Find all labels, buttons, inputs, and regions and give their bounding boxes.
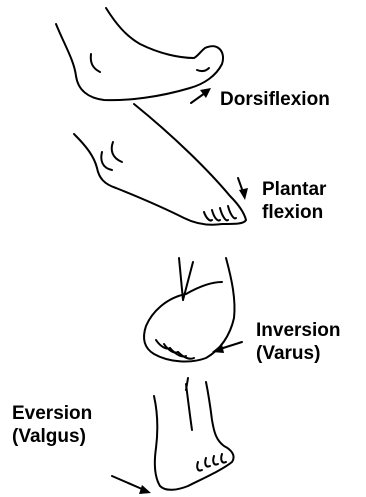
dorsiflexion-arrow: [191, 88, 211, 103]
inversion-arrow: [212, 342, 242, 353]
inversion-label-line1: Inversion: [256, 319, 340, 342]
eversion-arrow: [112, 476, 151, 494]
eversion-label-line1: Eversion: [12, 402, 92, 425]
plantar-flexion-arrow: [238, 178, 248, 200]
dorsiflexion-label: Dorsiflexion: [220, 88, 330, 111]
plantar-flexion-foot: [74, 104, 246, 225]
dorsiflexion-foot: [56, 8, 223, 100]
eversion-label-line2: (Valgus): [12, 425, 86, 448]
plantar-label-line2: flexion: [262, 201, 323, 224]
eversion-foot: [154, 378, 234, 490]
plantar-label-line1: Plantar: [262, 178, 326, 201]
inversion-label-line2: (Varus): [256, 342, 320, 365]
